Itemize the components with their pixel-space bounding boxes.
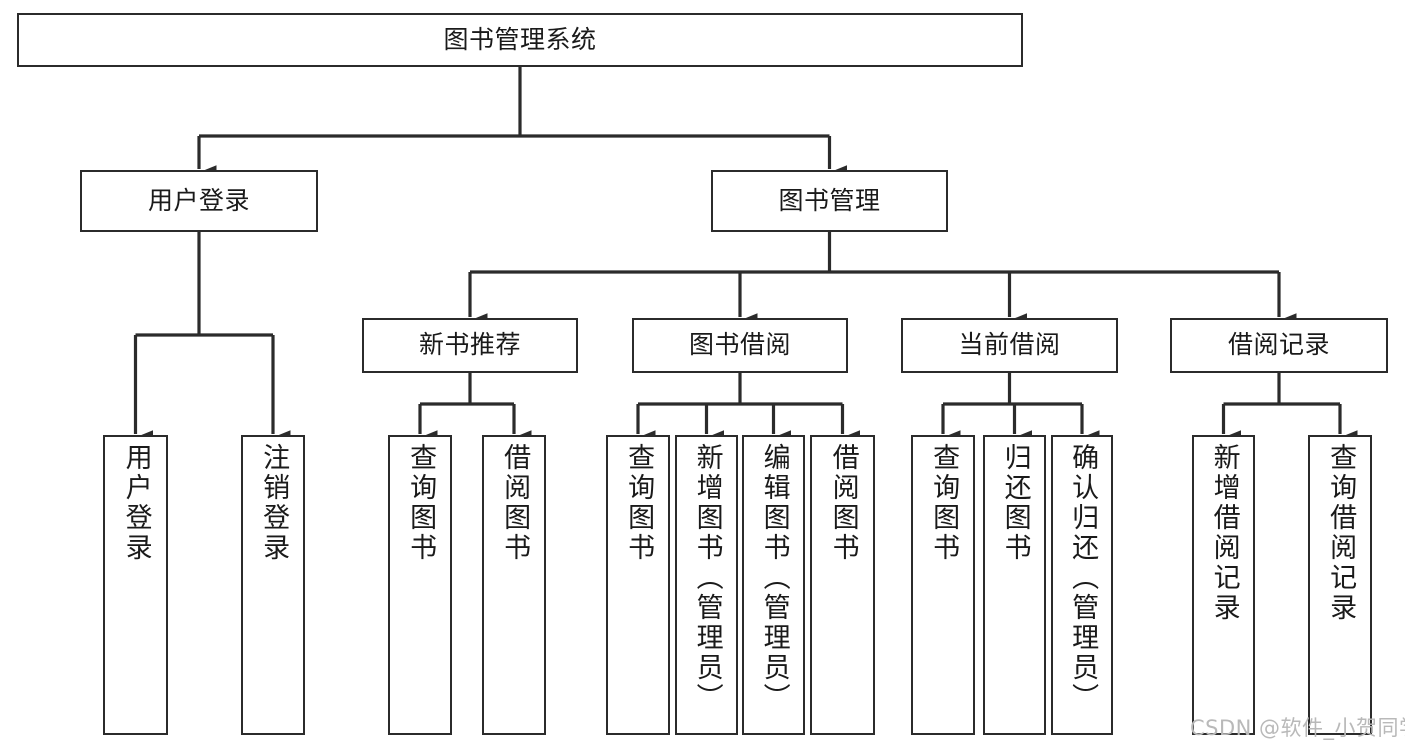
node-label: 当前借阅 [958, 330, 1061, 360]
node-label: 图书管理 [778, 185, 881, 215]
node-label: 新书推荐 [418, 330, 521, 360]
node-label: 编辑图书（管理员） [758, 443, 790, 713]
node-label: 查询图书 [623, 443, 655, 563]
node-label: 用户登录 [147, 185, 250, 215]
node-root[interactable]: 图书管理系统 [17, 13, 1023, 67]
node-leaf-user-login[interactable]: 用户登录 [103, 435, 168, 735]
node-leaf-edit-book[interactable]: 编辑图书（管理员） [742, 435, 805, 735]
node-new-book-recommend[interactable]: 新书推荐 [362, 318, 578, 373]
node-label: 用户登录 [120, 443, 152, 563]
node-leaf-query-borrow-record[interactable]: 查询借阅记录 [1308, 435, 1372, 735]
node-leaf-logout[interactable]: 注销登录 [241, 435, 305, 735]
node-leaf-confirm-return[interactable]: 确认归还（管理员） [1051, 435, 1113, 735]
node-label: 借阅记录 [1227, 330, 1330, 360]
node-label: 新增借阅记录 [1208, 443, 1240, 623]
node-leaf-query-book-current[interactable]: 查询图书 [911, 435, 975, 735]
node-label: 注销登录 [258, 443, 290, 563]
node-label: 图书借阅 [688, 330, 791, 360]
node-leaf-borrow-book[interactable]: 借阅图书 [810, 435, 875, 735]
watermark: CSDN @软件_小贺同学 [1190, 716, 1405, 740]
node-label: 借阅图书 [827, 443, 859, 563]
node-leaf-borrow-book-recommend[interactable]: 借阅图书 [482, 435, 546, 735]
node-user-login[interactable]: 用户登录 [80, 170, 318, 232]
node-book-management[interactable]: 图书管理 [711, 170, 948, 232]
node-label: 新增图书（管理员） [691, 443, 723, 713]
node-borrow-record[interactable]: 借阅记录 [1170, 318, 1388, 373]
node-label: 查询借阅记录 [1325, 443, 1357, 623]
node-current-borrow[interactable]: 当前借阅 [901, 318, 1118, 373]
node-leaf-add-book[interactable]: 新增图书（管理员） [675, 435, 738, 735]
node-label: 确认归还（管理员） [1067, 443, 1099, 713]
node-label: 归还图书 [999, 443, 1031, 563]
node-label: 查询图书 [928, 443, 960, 563]
node-leaf-query-book-borrow[interactable]: 查询图书 [606, 435, 670, 735]
node-leaf-query-book-recommend[interactable]: 查询图书 [388, 435, 452, 735]
node-label: 图书管理系统 [443, 24, 597, 54]
node-label: 查询图书 [405, 443, 437, 563]
node-label: 借阅图书 [499, 443, 531, 563]
node-book-borrow[interactable]: 图书借阅 [632, 318, 848, 373]
node-leaf-return-book[interactable]: 归还图书 [983, 435, 1046, 735]
node-leaf-add-borrow-record[interactable]: 新增借阅记录 [1192, 435, 1255, 735]
